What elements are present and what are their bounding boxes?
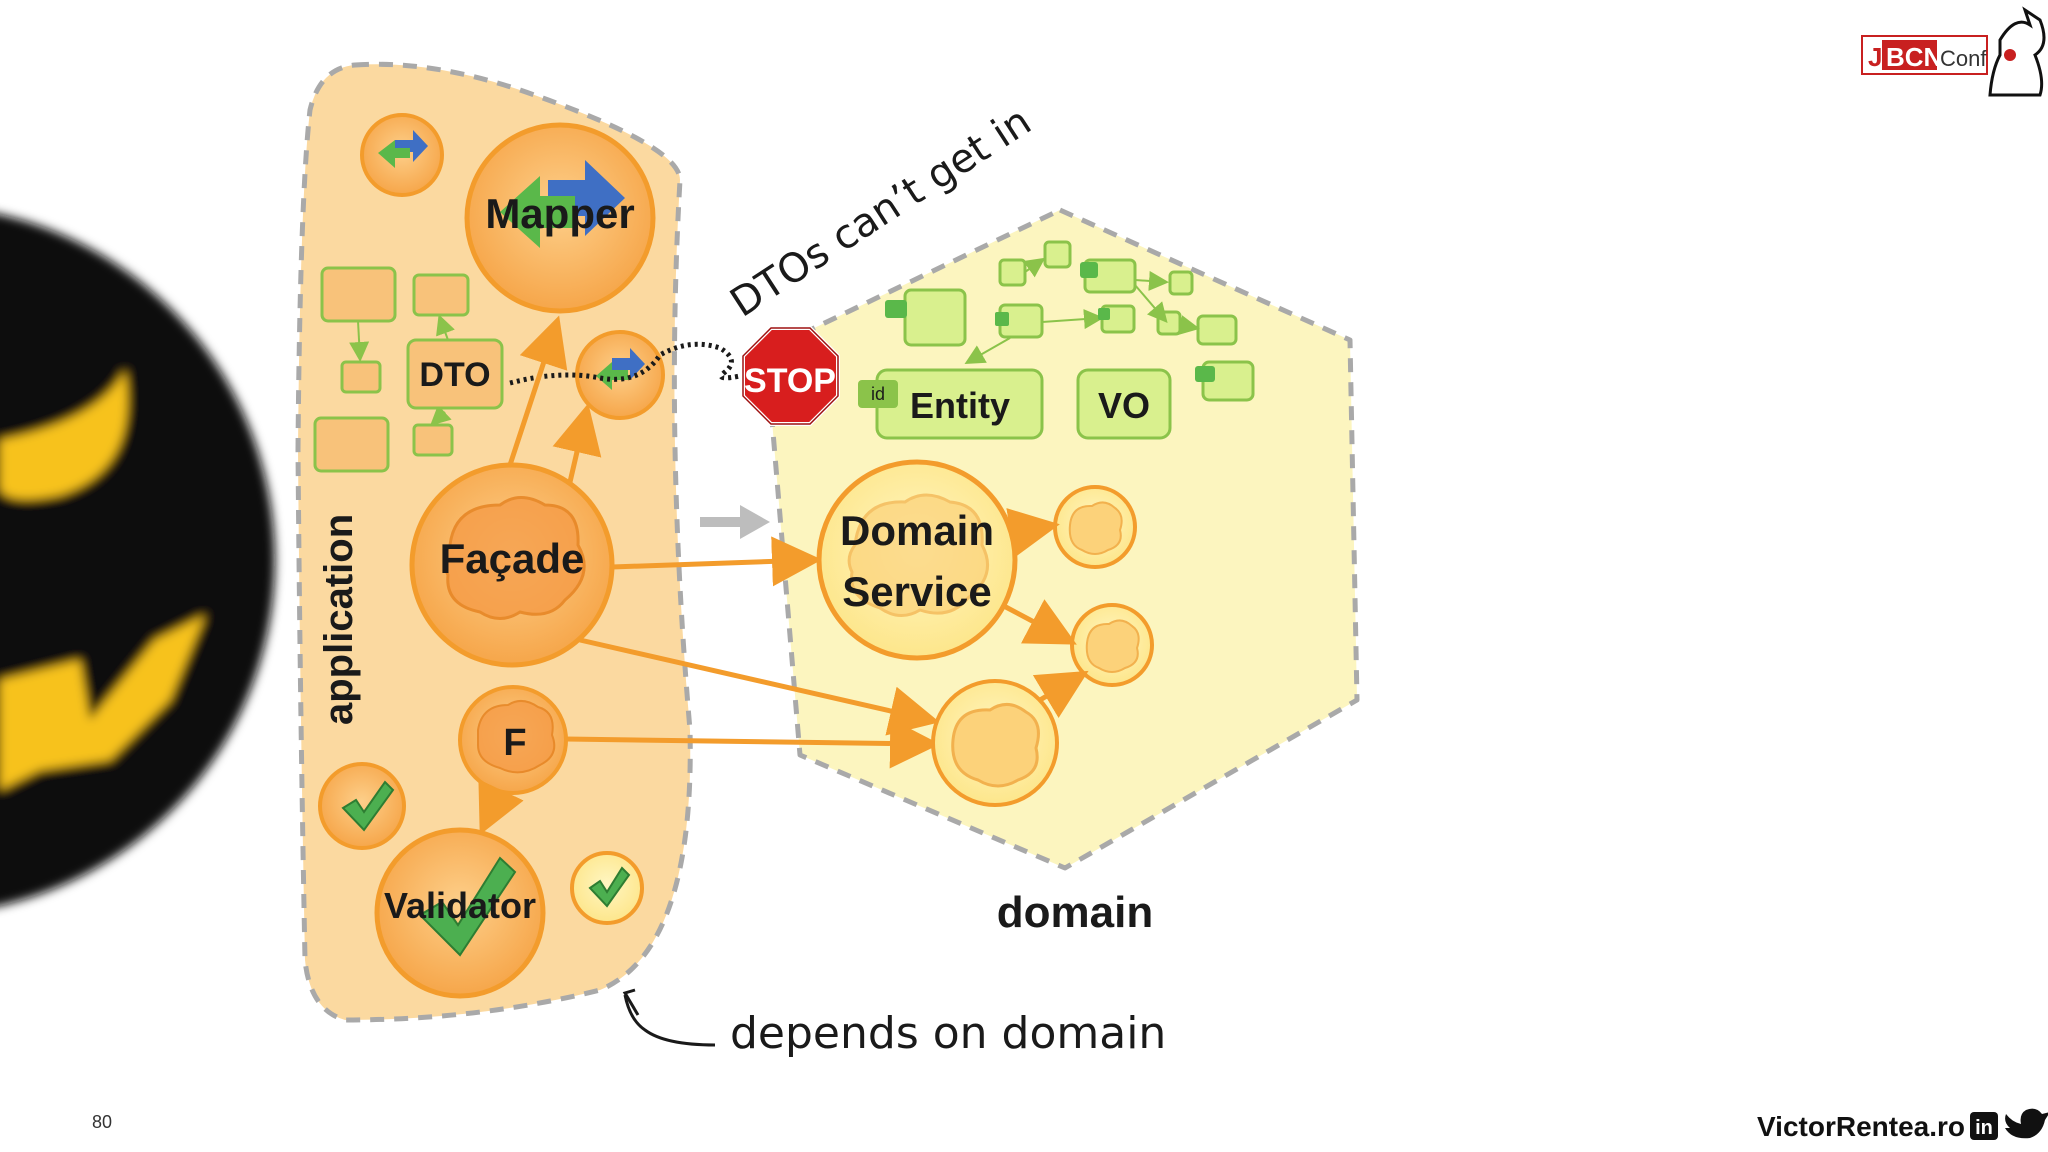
domain-arrows (1000, 508, 1089, 719)
dependency-arrow (700, 505, 770, 539)
validator-node: Validator (374, 827, 546, 999)
dto-label: DTO (419, 356, 490, 394)
entity-id-label: id (871, 384, 885, 404)
dto-blocked-scribble (509, 341, 746, 386)
brain-icon (847, 493, 990, 617)
mapper-node: Mapper (464, 122, 656, 314)
checkmark-icon (418, 856, 517, 957)
curved-arrowhead (622, 988, 640, 1016)
mapper-label: Mapper (485, 190, 634, 237)
twitter-icon[interactable] (2005, 1108, 2048, 1139)
pumpkin-face-image (0, 214, 275, 906)
application-arrows (478, 315, 940, 836)
dto-node: DTO (406, 338, 504, 410)
vo-node: VO (1076, 368, 1172, 440)
footer-site: VictorRentea.ro (1757, 1111, 1965, 1142)
domain-service-node: Domain Service (816, 459, 1018, 661)
checkmark-icon (588, 866, 631, 908)
domain-model-corner-markers (885, 262, 1215, 382)
linkedin-icon[interactable]: in (1970, 1112, 1998, 1140)
jbcn-conf-logo: J BCN Conf (1861, 6, 2046, 97)
svg-text:J: J (1868, 42, 1882, 72)
page-number: 80 (92, 1112, 112, 1132)
brain-icon (951, 703, 1040, 788)
dto-boxes (313, 266, 470, 473)
svg-text:in: in (1975, 1117, 1993, 1139)
facade-node: Façade (409, 462, 615, 668)
f-node: F (458, 685, 568, 795)
entity-label: Entity (910, 385, 1010, 426)
domain-model-boxes (903, 240, 1255, 402)
small-mapper-node (360, 113, 444, 197)
brain-icon (1068, 501, 1123, 555)
domain-label: domain (997, 888, 1153, 937)
depends-on-domain-annotation: depends on domain (730, 1008, 1166, 1059)
domain-brain-node (1070, 603, 1154, 687)
facade-label: Façade (440, 535, 585, 582)
stop-sign-icon: STOP (741, 326, 840, 426)
checkmark-icon (341, 780, 395, 832)
f-label: F (503, 722, 526, 764)
brain-icon (477, 700, 556, 774)
domain-brain-node (931, 679, 1059, 807)
brain-icon (443, 496, 586, 620)
domain-model-arrows (964, 257, 1200, 364)
stop-sign-label: STOP (744, 362, 836, 400)
application-label: application (317, 514, 361, 725)
brain-icon (1085, 619, 1140, 673)
domain-service-label-line1: Domain (840, 507, 994, 554)
domain-service-label-line2: Service (842, 568, 991, 615)
vo-label: VO (1098, 385, 1150, 426)
svg-text:Conf: Conf (1940, 46, 1987, 71)
duke-mascot-icon (1988, 6, 2046, 97)
small-validator-node (318, 762, 406, 850)
curved-arrow (623, 994, 716, 1047)
entity-node: id Entity (858, 368, 1044, 440)
domain-brain-node (1053, 485, 1137, 569)
boundary-mapper-node (575, 330, 665, 420)
validator-label: Validator (384, 885, 536, 926)
svg-text:BCN: BCN (1886, 42, 1942, 72)
small-validator-node-yellow (570, 851, 644, 925)
